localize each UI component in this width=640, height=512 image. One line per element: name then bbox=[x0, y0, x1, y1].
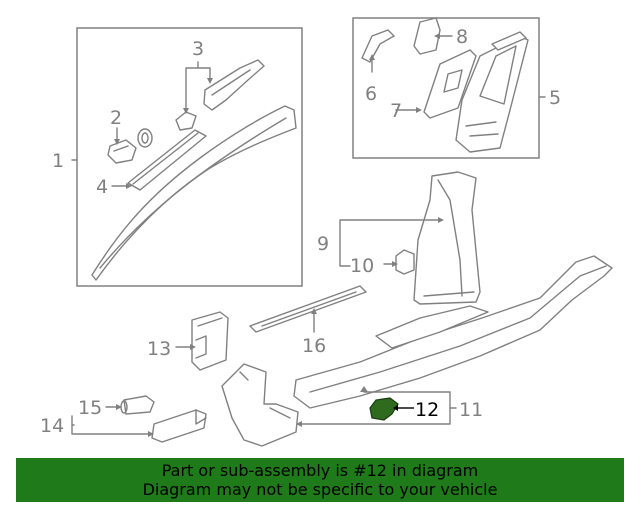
assembly-5-group bbox=[352, 17, 546, 159]
clip-2-part bbox=[107, 139, 137, 164]
bulb-15-part bbox=[123, 395, 155, 415]
parts-14-15-group bbox=[71, 395, 207, 443]
ring-part bbox=[137, 128, 153, 148]
cap-6-part bbox=[361, 29, 395, 63]
handle-3-part bbox=[203, 59, 265, 111]
panel-7-part bbox=[423, 49, 477, 119]
sill-plate-group bbox=[249, 285, 367, 333]
assembly-1-box bbox=[76, 27, 303, 287]
callout-2: 2 bbox=[110, 107, 122, 129]
callout-4: 4 bbox=[96, 176, 108, 198]
b-pillar-lower-part bbox=[413, 171, 481, 305]
callout-1: 1 bbox=[52, 150, 64, 172]
banner-line-1: Part or sub-assembly is #12 in diagram bbox=[161, 461, 479, 480]
callout-11: 11 bbox=[459, 399, 483, 421]
clip-10-part bbox=[395, 249, 415, 275]
kick-panel-part bbox=[221, 363, 299, 447]
b-pillar-upper-part bbox=[455, 35, 529, 153]
callout-12: 12 bbox=[415, 399, 439, 421]
kick-panel-group bbox=[221, 363, 299, 447]
part-12-highlight-group bbox=[369, 397, 414, 421]
callout-13: 13 bbox=[147, 338, 171, 360]
callout-9: 9 bbox=[317, 233, 329, 255]
lamp-14-part bbox=[151, 409, 207, 443]
rocker-trim-group bbox=[293, 255, 613, 427]
callout-6: 6 bbox=[365, 83, 377, 105]
module-13-part bbox=[191, 311, 229, 371]
cover-8-part bbox=[413, 17, 441, 55]
b-pillar-lower-group bbox=[339, 171, 481, 305]
callout-3: 3 bbox=[192, 38, 204, 60]
assembly-5-box bbox=[352, 17, 540, 159]
callout-14: 14 bbox=[40, 415, 64, 437]
assembly-1-group bbox=[71, 27, 303, 287]
callout-15: 15 bbox=[78, 397, 102, 419]
callout-16: 16 bbox=[302, 335, 326, 357]
banner-line-2: Diagram may not be specific to your vehi… bbox=[142, 480, 498, 499]
part-12-clip bbox=[369, 397, 399, 421]
callout-8: 8 bbox=[456, 26, 468, 48]
callout-labels: 1 2 3 4 5 6 7 8 9 10 11 12 13 14 15 16 bbox=[40, 26, 561, 437]
seal-strip-part bbox=[127, 129, 207, 191]
callout-10: 10 bbox=[350, 255, 374, 277]
info-banner: Part or sub-assembly is #12 in diagram D… bbox=[16, 458, 624, 502]
rocker-trim-part bbox=[293, 255, 613, 409]
callout-5: 5 bbox=[549, 87, 561, 109]
exploded-parts-diagram: 1 2 3 4 5 6 7 8 9 10 11 12 13 14 15 16 bbox=[40, 17, 613, 447]
callout-7: 7 bbox=[390, 100, 402, 122]
part-13-group bbox=[175, 311, 229, 371]
